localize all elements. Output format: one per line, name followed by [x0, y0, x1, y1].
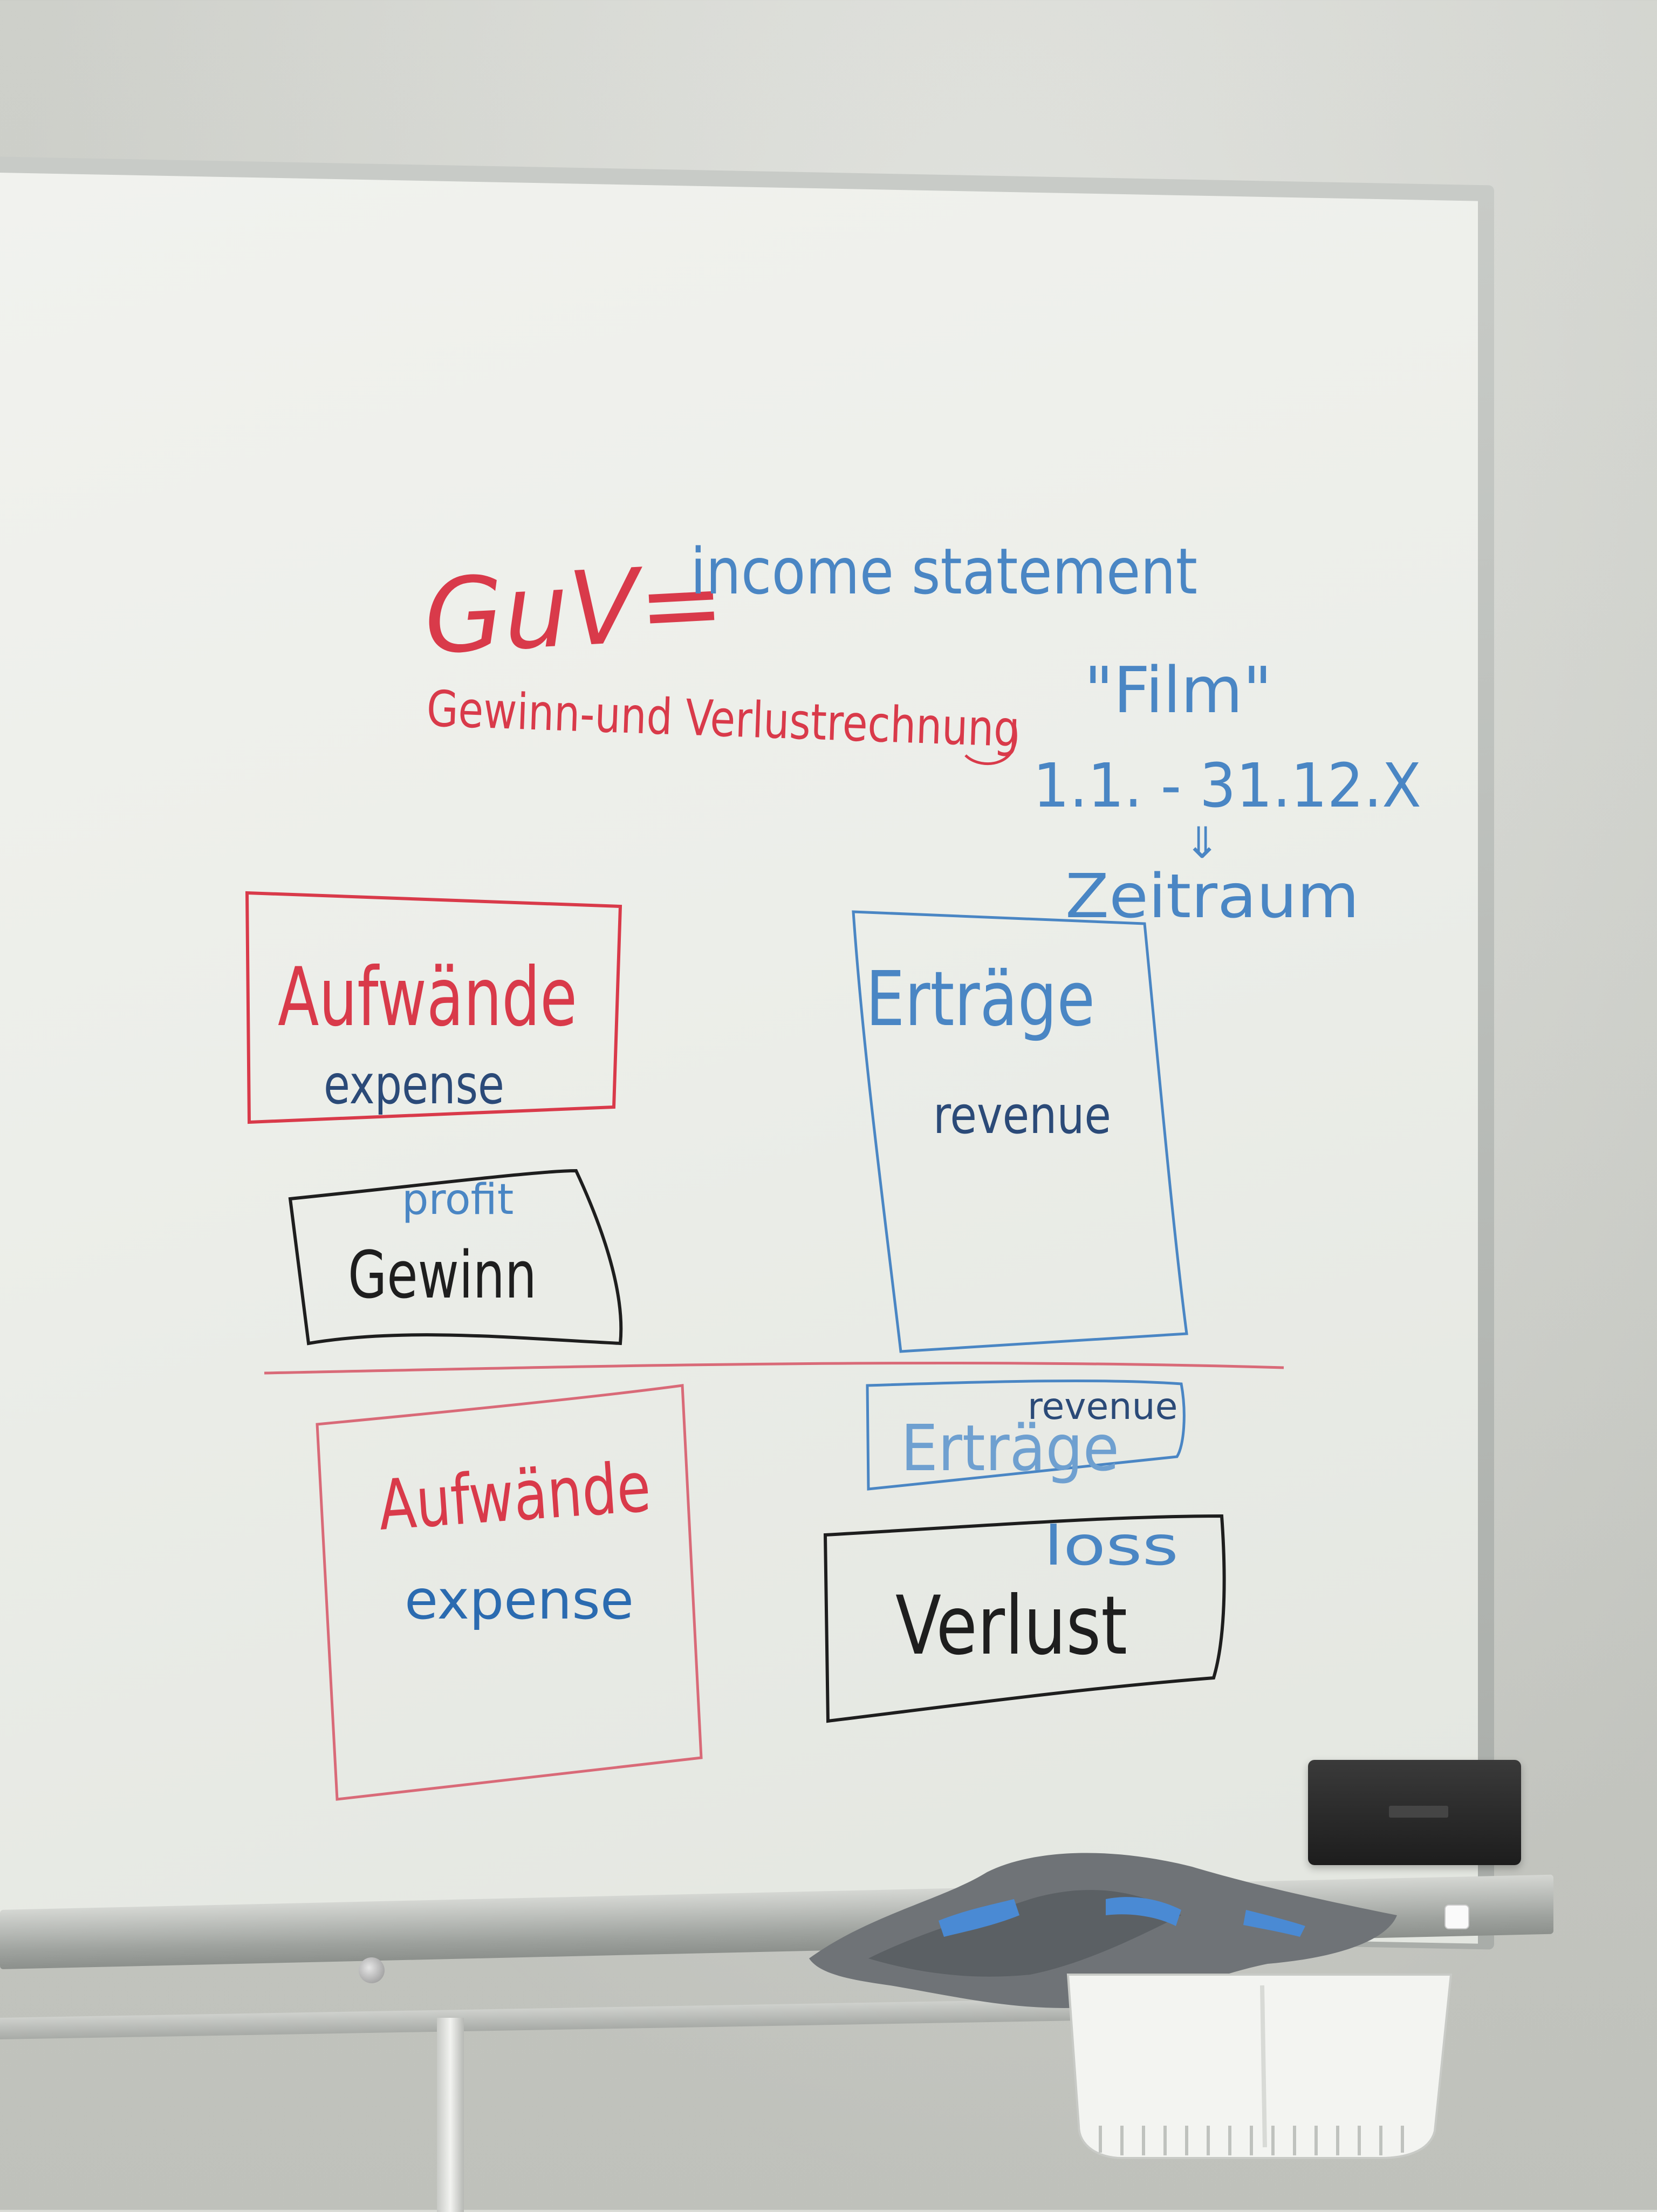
eraser-label — [1389, 1806, 1448, 1818]
heading-translation: income statement — [690, 534, 1197, 609]
profit-expenses-de: Aufwände — [278, 951, 577, 1044]
loss-expenses-en: expense — [405, 1568, 634, 1631]
profit-revenue-en: revenue — [933, 1086, 1111, 1145]
profit-gain-en: profit — [402, 1176, 513, 1224]
loss-revenue-de: Erträge — [901, 1411, 1119, 1485]
heading-underline-swash — [964, 722, 1017, 766]
rail-screw — [359, 1957, 385, 1983]
board-eraser — [1308, 1760, 1521, 1865]
cleaning-cloth — [809, 1853, 1397, 2008]
heading-acronym: GuV= — [421, 542, 728, 677]
profit-gain-box — [288, 1169, 623, 1346]
film-note-arrow: ⇓ — [1184, 818, 1220, 868]
loss-en: loss — [1044, 1514, 1179, 1578]
sticker — [1446, 1906, 1468, 1928]
profit-revenue-de: Erträge — [866, 955, 1095, 1043]
film-note-word: "Film" — [1084, 653, 1272, 727]
loss-expenses-box — [316, 1384, 703, 1801]
loss-revenue-en: revenue — [1028, 1385, 1177, 1428]
marker-basket — [1066, 1974, 1453, 2159]
profit-gain-de: Gewinn — [348, 1238, 537, 1313]
loss-expenses-de: Aufwände — [376, 1447, 653, 1546]
profit-expenses-en: expense — [324, 1053, 504, 1116]
stand-post — [437, 2018, 464, 2212]
loss-de: Verlust — [895, 1579, 1127, 1673]
loss-revenue-box — [866, 1379, 1186, 1491]
separator-line — [264, 1361, 1284, 1375]
profit-expenses-box — [245, 891, 622, 1124]
loss-box — [823, 1514, 1226, 1723]
heading-full-term: Gewinn-und Verlustrechnung — [426, 680, 1021, 758]
film-note-date-range: 1.1. - 31.12.X — [1033, 751, 1421, 821]
film-note-period-label: Zeitraum — [1065, 862, 1359, 932]
profit-revenue-box — [852, 910, 1188, 1353]
